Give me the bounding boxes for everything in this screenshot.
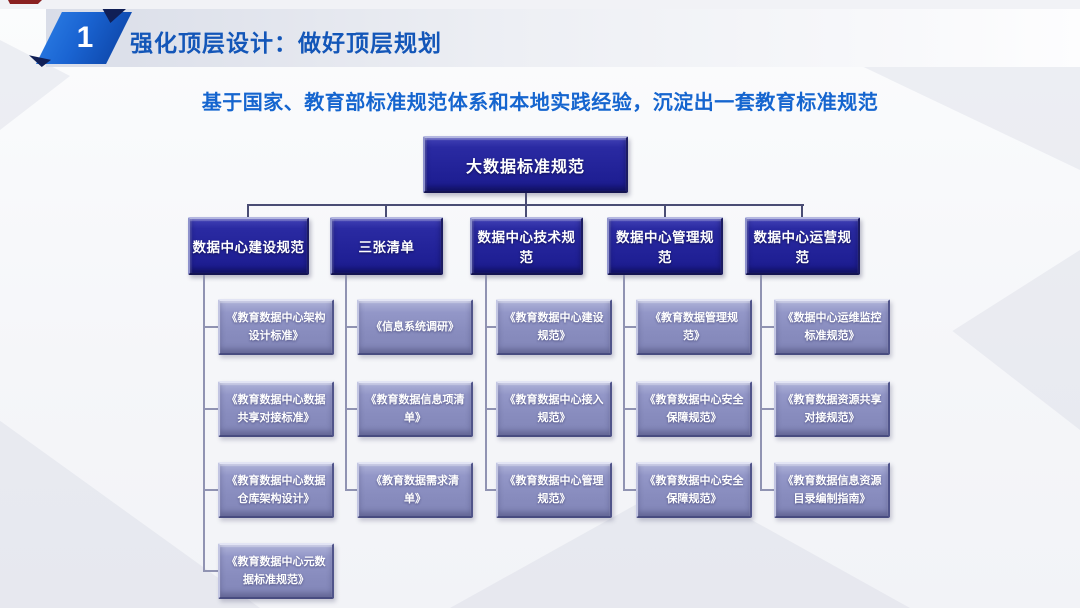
section-number-badge: 1	[29, 9, 132, 67]
connector-line	[203, 570, 218, 572]
org-node-doc-5-1: 《数据中心运维监控标准规范》	[774, 299, 890, 355]
badge-parallelogram: 1	[36, 12, 132, 64]
header-band	[46, 9, 1080, 67]
connector-line	[623, 408, 636, 410]
org-node-doc-1-4: 《教育数据中心元数据标准规范》	[218, 543, 334, 599]
connector-line	[345, 489, 357, 491]
connector-line	[760, 408, 774, 410]
connector-line	[623, 326, 636, 328]
connector-line	[623, 489, 636, 491]
connector-line	[664, 204, 666, 217]
connector-line	[760, 326, 774, 328]
org-node-level2-3: 数据中心技术规范	[470, 217, 583, 275]
org-node-doc-1-2: 《教育数据中心数据共享对接标准》	[218, 381, 334, 437]
org-node-doc-3-3: 《教育数据中心管理规范》	[496, 462, 612, 518]
connector-line	[485, 408, 496, 410]
connector-line	[801, 204, 803, 217]
connector-line	[485, 489, 496, 491]
org-node-level2-1: 数据中心建设规范	[188, 217, 309, 275]
connector-line	[345, 275, 347, 491]
badge-fold-icon	[29, 55, 51, 67]
org-node-doc-1-3: 《教育数据中心数据仓库架构设计》	[218, 462, 334, 518]
org-node-doc-2-1: 《信息系统调研》	[357, 299, 473, 355]
connector-line	[203, 275, 205, 572]
background-polygon	[952, 250, 1080, 430]
org-node-doc-4-3: 《教育数据中心安全保障规范》	[636, 462, 752, 518]
connector-line	[247, 204, 249, 217]
section-number: 1	[76, 21, 94, 54]
org-node-level2-4: 数据中心管理规范	[607, 217, 723, 275]
connector-line	[203, 408, 218, 410]
header-top-strip	[0, 0, 1080, 9]
connector-line	[203, 489, 218, 491]
org-node-level2-2: 三张清单	[330, 217, 443, 275]
connector-line	[385, 204, 387, 217]
subtitle: 基于国家、教育部标准规范体系和本地实践经验，沉淀出一套教育标准规范	[201, 92, 879, 114]
connector-line	[345, 408, 357, 410]
connector-line	[248, 204, 804, 206]
org-node-doc-1-1: 《教育数据中心架构设计标准》	[218, 299, 334, 355]
org-node-doc-5-3: 《教育数据信息资源目录编制指南》	[774, 462, 890, 518]
connector-line	[485, 275, 487, 491]
page-title: 强化顶层设计：做好顶层规划	[130, 30, 442, 56]
org-node-doc-4-1: 《教育数据管理规范》	[636, 299, 752, 355]
connector-line	[485, 326, 496, 328]
org-node-doc-2-3: 《教育数据需求清单》	[357, 462, 473, 518]
org-node-doc-4-2: 《教育数据中心安全保障规范》	[636, 381, 752, 437]
connector-line	[760, 275, 762, 491]
org-node-doc-2-2: 《教育数据信息项清单》	[357, 381, 473, 437]
connector-line	[623, 275, 625, 491]
connector-line	[760, 489, 774, 491]
org-node-doc-5-2: 《教育数据资源共享对接规范》	[774, 381, 890, 437]
decorative-red-strip	[8, 0, 42, 4]
org-node-doc-3-2: 《教育数据中心接入规范》	[496, 381, 612, 437]
org-node-root: 大数据标准规范	[423, 136, 628, 193]
connector-line	[345, 326, 357, 328]
org-node-level2-5: 数据中心运营规范	[745, 217, 860, 275]
org-node-doc-3-1: 《教育数据中心建设规范》	[496, 299, 612, 355]
connector-line	[203, 326, 218, 328]
